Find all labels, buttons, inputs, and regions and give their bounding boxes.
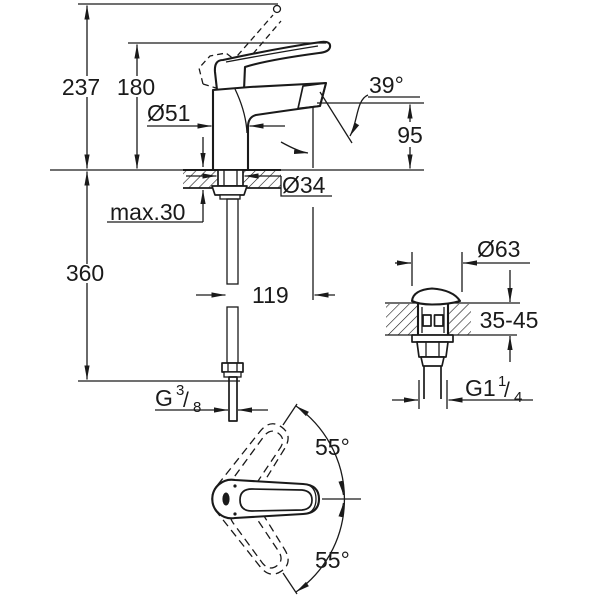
label-waste-cap-diameter: Ø63 bbox=[477, 236, 520, 262]
dim-shank-diameter: Ø34 bbox=[186, 172, 332, 198]
hose-nut bbox=[221, 362, 244, 373]
faucet-lever bbox=[213, 40, 332, 92]
handle-top-view: 55° 55° bbox=[203, 403, 361, 595]
dim-spout-height: 95 bbox=[317, 102, 424, 169]
dim-waste-cap-diameter: Ø63 bbox=[395, 236, 530, 292]
label-hose-length: 360 bbox=[66, 260, 104, 286]
aerator bbox=[297, 82, 327, 110]
label-total-height: 237 bbox=[62, 74, 100, 100]
faucet-side-view bbox=[198, 4, 332, 172]
label-supply-thread-base: G bbox=[155, 385, 173, 411]
waste-push-cap bbox=[410, 287, 462, 306]
label-waste-thread-slash: / bbox=[504, 379, 510, 402]
waste-deck-hatch-left bbox=[386, 304, 418, 335]
dim-deck-thickness-range: 35-45 bbox=[479, 270, 539, 362]
waste-slot-right bbox=[433, 314, 444, 327]
label-spout-height: 95 bbox=[397, 122, 423, 148]
waste-tailpipe bbox=[423, 366, 442, 399]
label-stream-angle: 39° bbox=[369, 72, 404, 98]
label-deck-thickness-range: 35-45 bbox=[480, 307, 539, 333]
swing-arc bbox=[295, 405, 346, 593]
dim-lever-height: 180 bbox=[117, 42, 326, 169]
waste-slot-left bbox=[422, 314, 432, 327]
mounting-nut bbox=[211, 185, 248, 196]
waste-assembly bbox=[385, 287, 520, 399]
deck-hatch-right bbox=[243, 170, 281, 188]
label-swing-upper: 55° bbox=[315, 434, 350, 460]
dim-body-diameter: Ø51 bbox=[147, 100, 285, 129]
dim-stream-angle: 39° bbox=[280, 72, 420, 168]
dim-hose-length: 360 bbox=[66, 171, 240, 382]
handle-cap-mark bbox=[222, 492, 230, 506]
label-waste-thread-base: G1 bbox=[465, 375, 496, 401]
mounting-shank bbox=[217, 169, 244, 187]
label-swing-lower: 55° bbox=[315, 547, 350, 573]
dim-supply-thread: G 3 / 8 bbox=[155, 382, 268, 416]
label-projection: 119 bbox=[252, 282, 289, 308]
waste-deck-hatch-right bbox=[448, 304, 471, 335]
label-body-diameter: Ø51 bbox=[147, 100, 190, 126]
body-neck-line bbox=[234, 88, 248, 134]
stream-direction-line bbox=[319, 91, 353, 144]
handle-solid bbox=[211, 478, 321, 520]
lever-tip-ghost bbox=[272, 4, 282, 14]
flow-direction-arrow bbox=[280, 141, 309, 155]
dim-projection: 119 bbox=[196, 207, 335, 308]
label-supply-thread-sup: 3 bbox=[176, 382, 184, 399]
dim-max-deck-thickness: max.30 bbox=[107, 137, 206, 225]
flex-hose-upper bbox=[226, 198, 239, 285]
label-lever-height: 180 bbox=[117, 74, 155, 100]
label-shank-diameter: Ø34 bbox=[282, 172, 326, 198]
hose-thread-end bbox=[228, 376, 238, 422]
label-waste-thread-sup: 1 bbox=[498, 373, 506, 390]
waste-nut bbox=[416, 341, 449, 358]
flex-hose-lower bbox=[226, 306, 239, 364]
dim-waste-thread: G1 1 / 4 bbox=[392, 373, 533, 409]
supply-assembly bbox=[211, 169, 248, 422]
waste-flange bbox=[411, 334, 454, 343]
label-max-deck-thickness: max.30 bbox=[110, 199, 185, 225]
label-supply-thread-slash: / bbox=[183, 389, 189, 412]
label-waste-thread-sub: 4 bbox=[514, 389, 522, 406]
dim-total-height: 237 bbox=[62, 3, 278, 169]
label-supply-thread-sub: 8 bbox=[193, 399, 201, 416]
